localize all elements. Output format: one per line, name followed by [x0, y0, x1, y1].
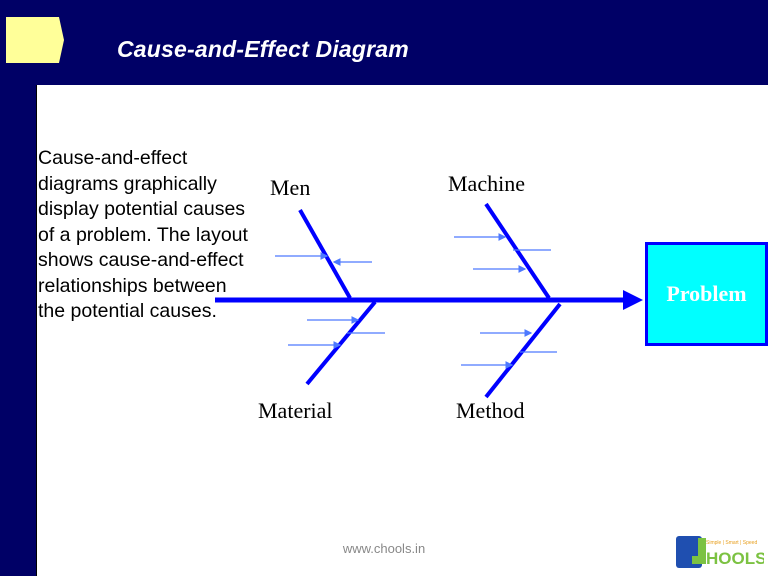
slide-title: Cause-and-Effect Diagram — [117, 36, 409, 62]
problem-box: Problem — [645, 242, 768, 346]
bone-material — [305, 300, 377, 386]
description-text: Cause-and-effect diagrams graphically di… — [38, 147, 248, 322]
chools-logo: Simple | Smart | Speed HOOLS — [676, 536, 764, 568]
label-method: Method — [456, 398, 525, 423]
bone-men — [298, 209, 352, 299]
footer-url: www.chools.in — [342, 541, 426, 556]
problem-label: Problem — [666, 281, 747, 306]
label-men: Men — [270, 175, 311, 200]
left-strip — [0, 0, 37, 576]
svg-text:Simple | Smart | Speed: Simple | Smart | Speed — [706, 540, 757, 546]
svg-text:HOOLS: HOOLS — [706, 549, 764, 568]
title-bar — [0, 0, 768, 85]
bone-machine — [484, 202, 551, 300]
label-material: Material — [258, 398, 333, 423]
yellow-tab-shape — [6, 17, 64, 63]
label-machine: Machine — [448, 171, 525, 196]
bone-method — [484, 302, 562, 399]
